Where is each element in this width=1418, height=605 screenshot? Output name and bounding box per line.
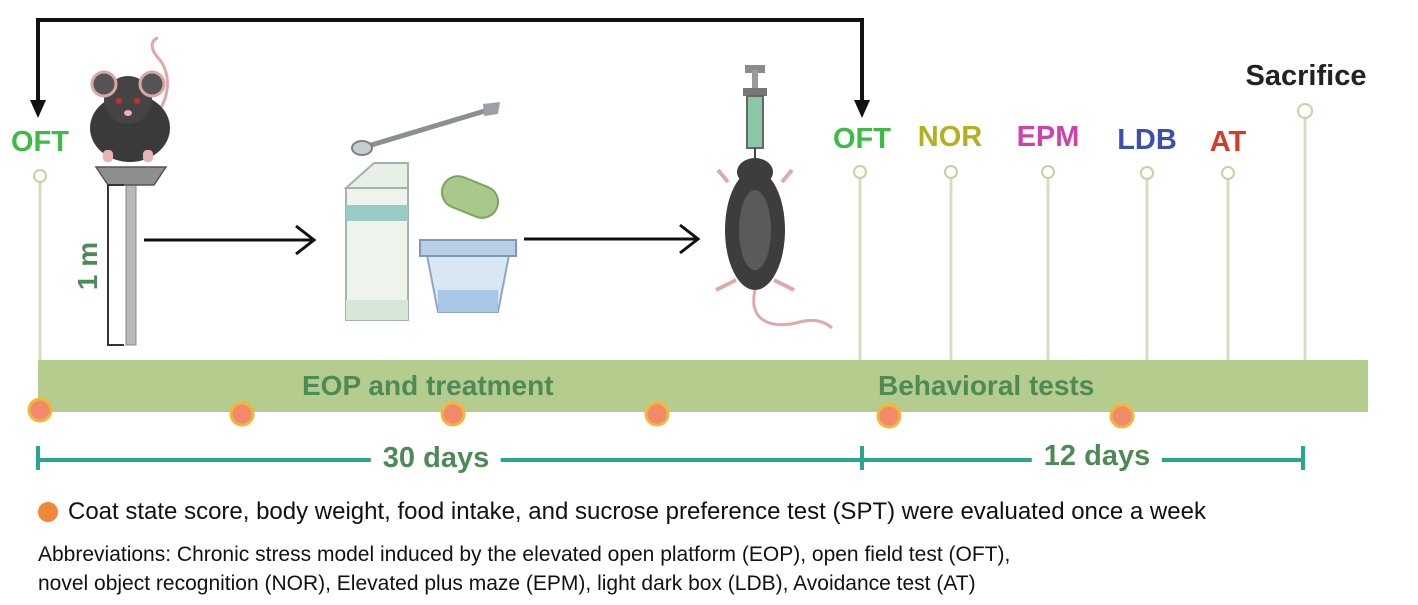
label-at: AT <box>1209 126 1247 158</box>
repeat-arrow-head-right <box>854 100 870 118</box>
injected-mouse-icon <box>715 158 833 330</box>
milk-carton-icon <box>343 162 409 321</box>
label-sacrifice: Sacrifice <box>1245 60 1367 92</box>
flow-arrows <box>144 223 701 256</box>
legend: Coat state score, body weight, food inta… <box>38 498 1206 526</box>
band-label-eop: EOP and treatment <box>302 370 554 401</box>
abbreviations-line-1: Abbreviations: Chronic stress model indu… <box>38 543 1011 566</box>
legend-marker-icon <box>38 502 58 522</box>
abbreviations-line-2: novel object recognition (NOR), Elevated… <box>38 572 976 595</box>
band-label-behavioral: Behavioral tests <box>878 370 1095 401</box>
timeline-band <box>38 360 1368 412</box>
duration-30-days: 30 days <box>370 442 502 475</box>
label-oft-baseline: OFT <box>11 126 69 158</box>
repeat-arrow <box>36 18 864 105</box>
timepoint-stems <box>33 103 1313 360</box>
repeat-arrow-head-left <box>30 100 46 118</box>
timeline-diagram <box>27 18 1368 470</box>
legend-text: Coat state score, body weight, food inta… <box>68 498 1206 525</box>
duration-12-days: 12 days <box>1031 440 1163 473</box>
platform-height-label: 1 m <box>72 241 104 291</box>
capsule-icon <box>440 175 500 219</box>
weekly-evaluation-dots <box>27 397 1135 429</box>
label-ldb: LDB <box>1117 124 1177 156</box>
label-nor: NOR <box>917 121 983 153</box>
spoon-icon <box>351 102 500 156</box>
yogurt-cup-icon <box>419 239 517 313</box>
mouse-on-platform-icon <box>90 36 170 162</box>
syringe-icon <box>743 65 767 160</box>
label-oft-behavioral: OFT <box>833 123 891 155</box>
label-epm: EPM <box>1016 121 1080 153</box>
elevated-platform-icon <box>94 166 168 346</box>
